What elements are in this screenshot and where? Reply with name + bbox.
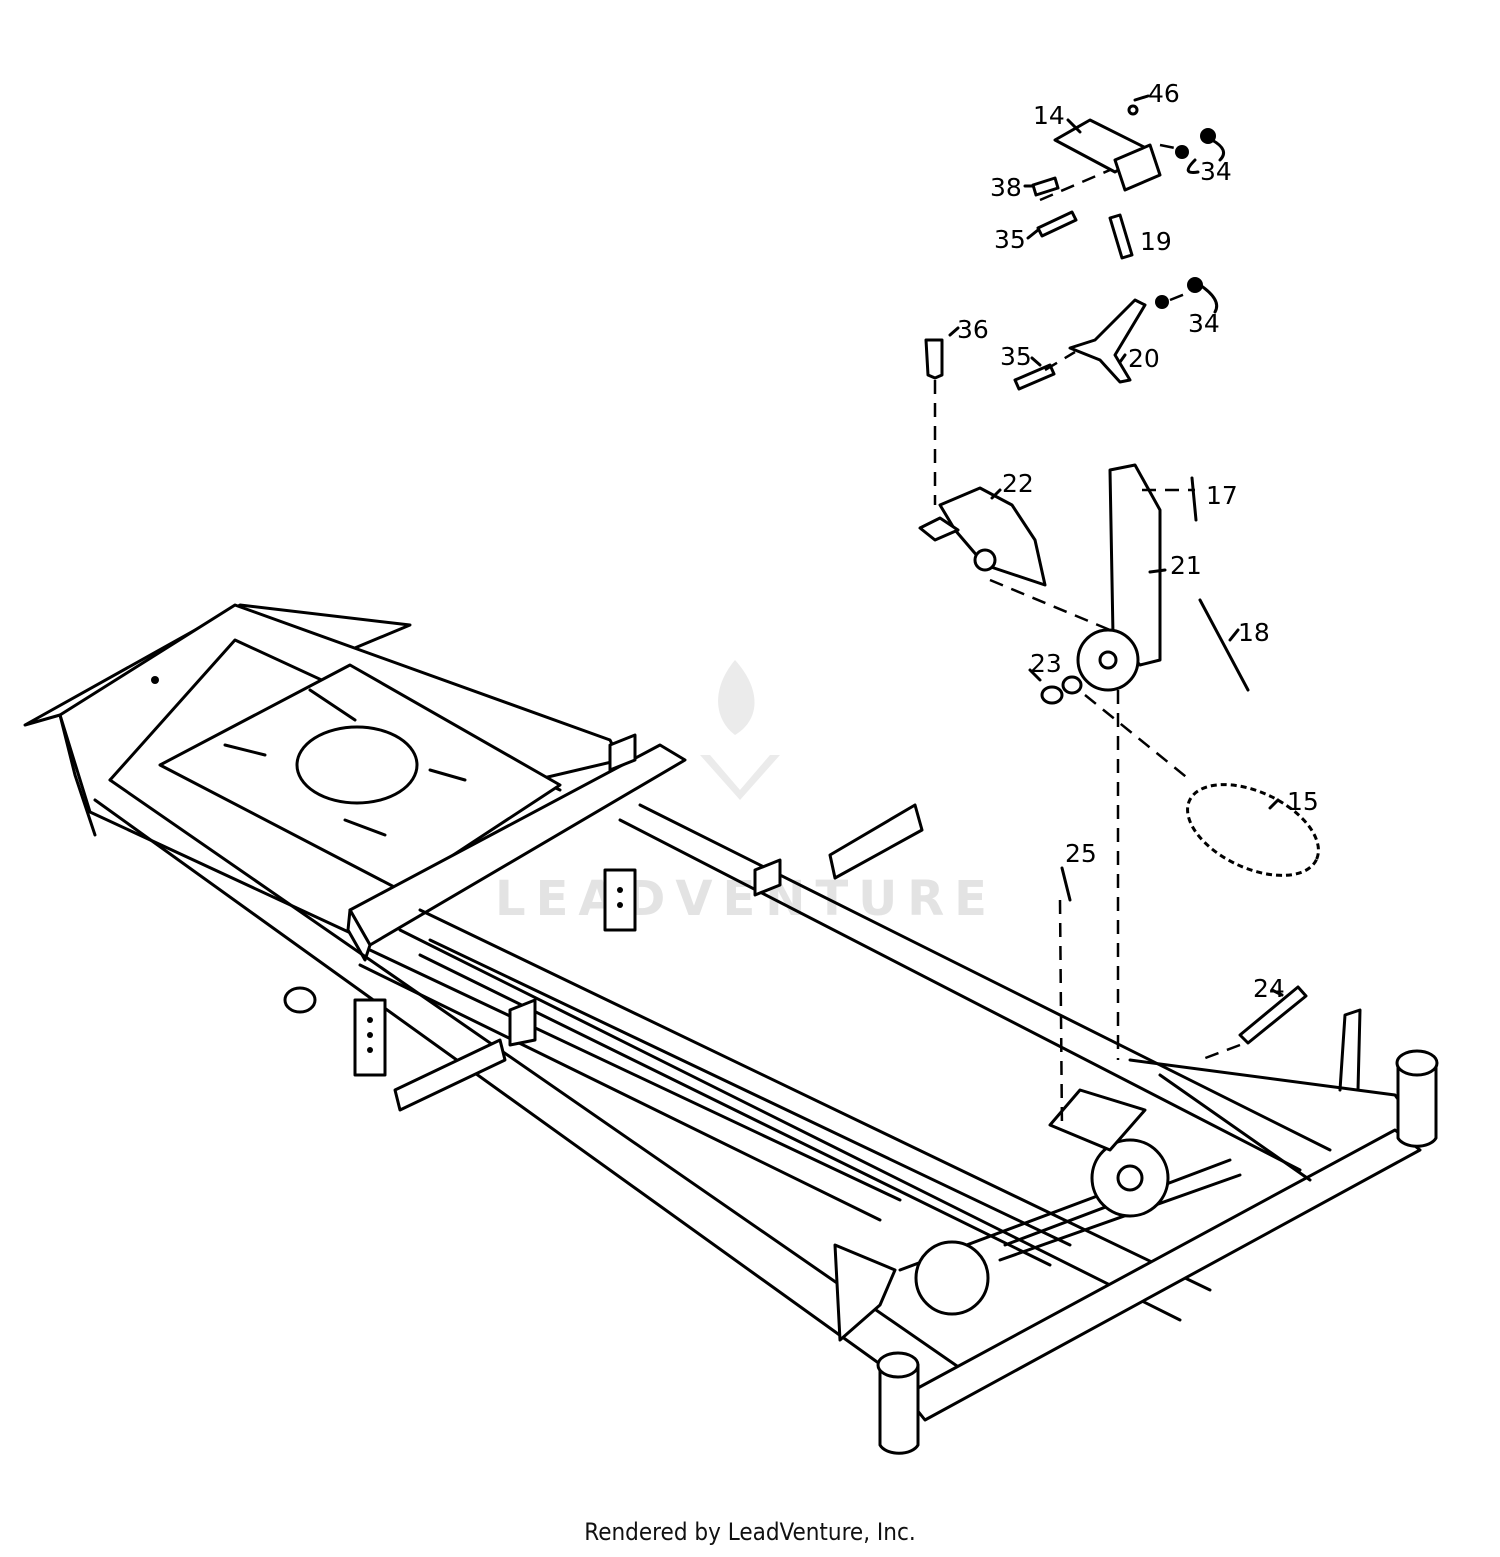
callout-20: 20	[1128, 344, 1160, 373]
part-23-washers	[1040, 675, 1083, 705]
part-sprocket-small	[1076, 628, 1140, 692]
callout-24: 24	[1253, 974, 1285, 1003]
watermark-text: LEADVENTURE	[495, 871, 997, 927]
part-22-ratchet-gear	[918, 486, 1047, 587]
part-38-pin	[1031, 176, 1060, 197]
part-14-bracket	[1053, 118, 1162, 192]
callout-21: 21	[1170, 551, 1202, 580]
frame-assembly	[23, 603, 1439, 1455]
part-46-pin	[1127, 104, 1139, 116]
callout-25: 25	[1065, 839, 1097, 868]
part-24-shaft	[1238, 985, 1308, 1045]
leader-lines	[948, 94, 1284, 997]
callout-36: 36	[957, 315, 989, 344]
callout-18: 18	[1238, 618, 1270, 647]
watermark: LEADVENTURE	[495, 660, 997, 927]
callout-35-upper: 35	[994, 225, 1026, 254]
callout-34-upper: 34	[1200, 157, 1232, 186]
part-18-rod	[1198, 598, 1250, 692]
part-20-lever	[1068, 298, 1147, 384]
callout-38: 38	[990, 173, 1022, 202]
part-25-pin	[1060, 866, 1072, 902]
callout-19: 19	[1140, 227, 1172, 256]
part-34-nuts-upper	[1175, 128, 1216, 159]
part-35-bolt-lower	[1013, 363, 1056, 391]
alignment-lines	[933, 143, 1241, 1131]
part-34-nuts-lower	[1155, 277, 1203, 309]
callout-22: 22	[1002, 469, 1034, 498]
part-15-chain	[1186, 783, 1320, 877]
callout-46: 46	[1148, 79, 1180, 108]
callout-23: 23	[1030, 649, 1062, 678]
footer-credit: Rendered by LeadVenture, Inc.	[584, 1518, 916, 1546]
part-36-bolt	[924, 338, 944, 380]
part-19-bolt	[1108, 213, 1134, 260]
callout-14: 14	[1033, 101, 1065, 130]
callout-labels: 14 46 34 38 35 19 36 35 20 34 22 17 21 1…	[957, 79, 1319, 1003]
part-35-bolt-upper	[1036, 210, 1078, 238]
callout-34-lower: 34	[1188, 309, 1220, 338]
callout-35-lower: 35	[1000, 342, 1032, 371]
part-17-spring	[1190, 476, 1198, 522]
callout-15: 15	[1287, 787, 1319, 816]
callout-17: 17	[1206, 481, 1238, 510]
